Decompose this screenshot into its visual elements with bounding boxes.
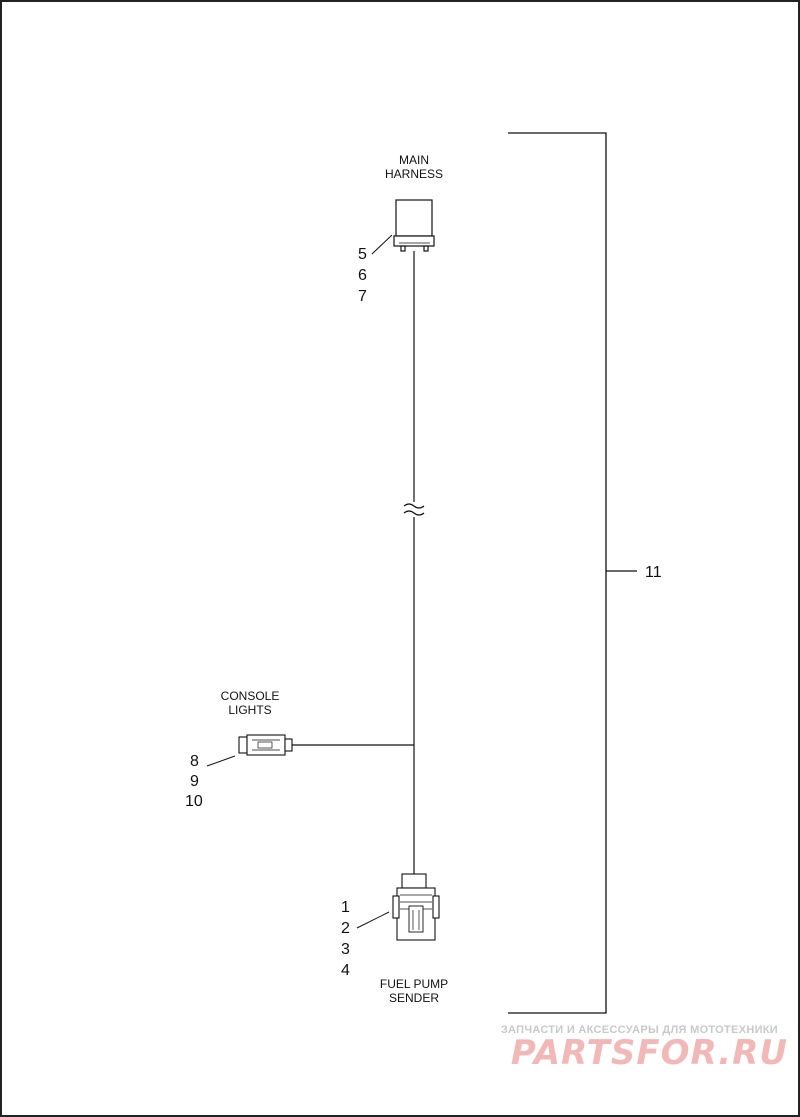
callout-9: 9 (190, 773, 199, 790)
assembly-bracket (508, 132, 637, 1014)
watermark-tagline: ЗАПЧАСТИ И АКСЕССУАРЫ ДЛЯ МОТОТЕХНИКИ (501, 1024, 778, 1036)
console-lights-label-line2: LIGHTS (228, 703, 271, 717)
callout-1: 1 (341, 899, 350, 916)
leader-lines (206, 234, 393, 929)
main-harness-label-line1: MAIN (399, 153, 429, 167)
main-harness-connector (393, 199, 435, 252)
console-lights-connector (238, 734, 293, 756)
callout-11: 11 (645, 564, 662, 581)
fuel-pump-sender-connector (392, 873, 440, 941)
callout-8: 8 (190, 753, 199, 770)
main-harness-label-line2: HARNESS (385, 167, 443, 181)
watermark-brand: PARTSFOR.RU (511, 1033, 788, 1073)
callout-7: 7 (358, 288, 367, 305)
console-lights-label-line1: CONSOLE (221, 689, 280, 703)
wire-trunk (292, 251, 425, 884)
callout-5: 5 (358, 246, 367, 263)
callout-10: 10 (185, 793, 203, 810)
fuel-pump-label-line1: FUEL PUMP (380, 977, 448, 991)
callout-3: 3 (341, 941, 350, 958)
fuel-pump-label-line2: SENDER (389, 991, 439, 1005)
callout-4: 4 (341, 962, 350, 979)
callout-2: 2 (341, 920, 350, 937)
callout-6: 6 (358, 267, 367, 284)
